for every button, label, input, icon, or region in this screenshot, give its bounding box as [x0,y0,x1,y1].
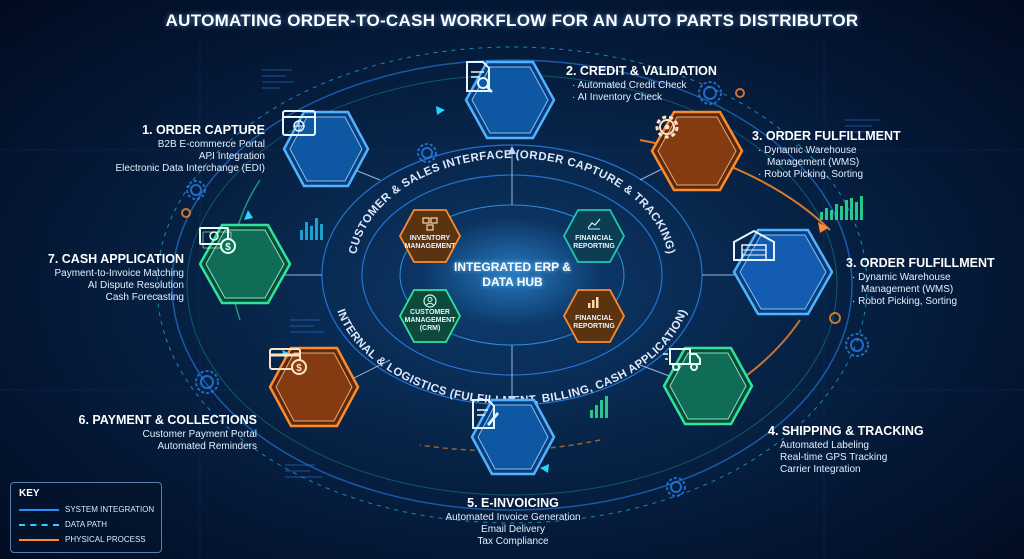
order-fulfillment-b-item: Robot Picking, Sorting [846,296,1016,308]
order-fulfillment-a-item: Robot Picking, Sorting [752,169,912,181]
svg-text:$: $ [296,363,302,374]
shipping-tracking-label: 4. SHIPPING & TRACKING Automated Labelin… [768,423,928,476]
order-capture-item: B2B E-commerce Portal [157,139,265,150]
crm-module-label: CUSTOMER MANAGEMENT (CRM) [404,309,456,332]
customer-management-module[interactable]: CUSTOMER MANAGEMENT (CRM) [398,288,462,344]
user-icon [423,294,437,308]
shipping-tracking-node[interactable] [662,346,754,426]
financial-bottom-module-label: FINANCIAL REPORTING [573,315,615,330]
order-capture-label: 1. ORDER CAPTURE B2B E-commerce Portal A… [90,122,265,175]
cash-application-label: 7. CASH APPLICATION Payment-to-Invoice M… [20,251,184,304]
legend-physical-process: PHYSICAL PROCESS [19,535,146,544]
legend-title: KEY [19,488,40,499]
order-fulfillment-node-warehouse[interactable] [732,228,834,316]
chart-pen-icon [587,218,601,230]
order-capture-item: Electronic Data Interchange (EDI) [115,163,265,174]
cash-icon: $ [199,227,236,254]
inventory-module-label: INVENTORY MANAGEMENT [404,235,456,250]
credit-validation-node[interactable] [464,60,556,140]
cash-application-item: Cash Forecasting [105,292,184,303]
page-title: AUTOMATING ORDER-TO-CASH WORKFLOW FOR AN… [165,11,859,30]
cash-application-heading: 7. CASH APPLICATION [47,252,184,266]
order-fulfillment-a-item: Management (WMS) [767,157,860,168]
hub-center-label: INTEGRATED ERP & DATA HUB [454,260,571,289]
invoice-icon [472,399,499,429]
legend-system-integration: SYSTEM INTEGRATION [19,505,154,514]
order-fulfillment-b-label: 3. ORDER FULFILLMENT Dynamic Warehouse M… [846,255,1016,308]
legend-system-integration-label: SYSTEM INTEGRATION [65,505,155,514]
browser-icon [282,110,316,136]
order-fulfillment-node-gear[interactable] [650,110,744,192]
shipping-tracking-heading: 4. SHIPPING & TRACKING [768,424,924,438]
order-capture-heading: 1. ORDER CAPTURE [142,123,265,137]
order-capture-node[interactable] [282,110,370,188]
cash-application-item: Payment-to-Invoice Matching [54,268,184,279]
e-invoicing-node[interactable] [470,398,556,476]
payment-collections-heading: 6. PAYMENT & COLLECTIONS [78,413,258,427]
payment-collections-item: Customer Payment Portal [142,429,258,440]
shipping-tracking-item: Automated Labeling [780,440,869,451]
delivery-truck-icon [663,348,701,371]
inventory-management-module[interactable]: INVENTORY MANAGEMENT [398,208,462,264]
legend-data-path-label: DATA PATH [65,520,108,529]
payment-collections-item: Automated Reminders [157,441,258,452]
cash-application-node[interactable]: $ [198,223,292,305]
svg-text:$: $ [225,242,231,253]
credit-validation-heading: 2. CREDIT & VALIDATION [566,64,717,78]
payment-collections-node[interactable]: $ [268,346,360,428]
e-invoicing-item: Email Delivery [481,524,545,535]
e-invoicing-item: Automated Invoice Generation [445,512,581,523]
legend-data-path: DATA PATH [19,520,107,529]
e-invoicing-heading: 5. E-INVOICING [467,496,559,510]
shipping-tracking-item: Carrier Integration [780,464,861,475]
credit-validation-label: 2. CREDIT & VALIDATION Automated Credit … [566,63,746,104]
order-fulfillment-a-label: 3. ORDER FULFILLMENT Dynamic Warehouse M… [752,128,912,181]
e-invoicing-item: Tax Compliance [477,536,549,547]
credit-validation-item: AI Inventory Check [566,92,746,104]
financial-reporting-module-bottom[interactable]: FINANCIAL REPORTING [562,288,626,344]
financial-reporting-module-top[interactable]: FINANCIAL REPORTING [562,208,626,264]
credit-card-icon: $ [269,348,307,375]
order-capture-item: API Integration [198,151,265,162]
payment-collections-label: 6. PAYMENT & COLLECTIONS Customer Paymen… [75,412,258,453]
document-search-icon [466,61,493,93]
order-fulfillment-a-item: Dynamic Warehouse [752,145,912,157]
credit-validation-item: Automated Credit Check [566,80,746,92]
financial-top-module-label: FINANCIAL REPORTING [573,235,615,250]
shipping-tracking-item: Real-time GPS Tracking [780,452,888,463]
cash-application-item: AI Dispute Resolution [87,280,184,291]
order-fulfillment-a-heading: 3. ORDER FULFILLMENT [752,129,901,143]
order-fulfillment-b-item: Management (WMS) [861,284,954,295]
warehouse-icon [733,229,775,261]
erp-data-hub[interactable]: INTEGRATED ERP & DATA HUB [440,238,585,308]
e-invoicing-label: 5. E-INVOICING Automated Invoice Generat… [418,495,608,548]
gear-icon [655,115,679,139]
bar-chart-icon [588,297,599,308]
order-fulfillment-b-heading: 3. ORDER FULFILLMENT [846,256,995,270]
legend-key: KEY SYSTEM INTEGRATION DATA PATH PHYSICA… [10,482,162,553]
legend-physical-process-label: PHYSICAL PROCESS [65,535,146,544]
order-fulfillment-b-item: Dynamic Warehouse [846,272,1016,284]
boxes-icon [422,217,438,231]
